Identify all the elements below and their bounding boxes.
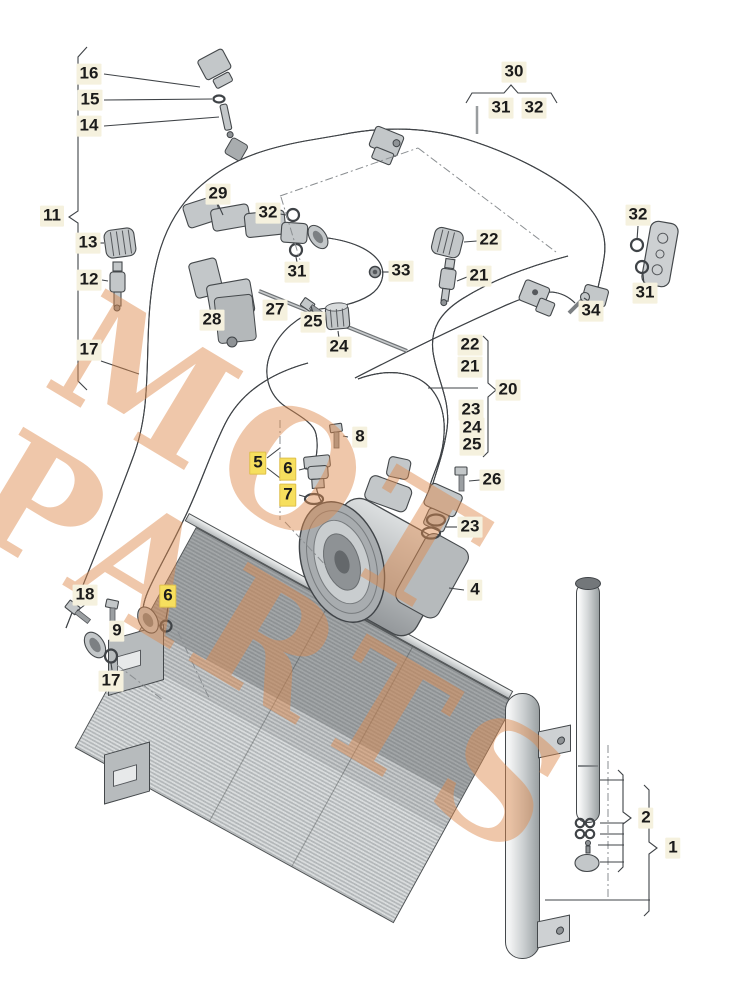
callout-9: 9 bbox=[109, 620, 125, 642]
drier-ladder-ticks bbox=[598, 779, 624, 863]
pressure-sensor bbox=[197, 48, 233, 89]
condenser-right-tank bbox=[505, 693, 540, 959]
pipe-assembly bbox=[65, 128, 606, 629]
callout-34: 34 bbox=[578, 300, 604, 322]
callout-20: 20 bbox=[495, 379, 521, 401]
callout-8: 8 bbox=[352, 426, 368, 448]
callout-21: 21 bbox=[457, 356, 483, 378]
pipe-clamp bbox=[368, 125, 405, 166]
callout-23: 23 bbox=[457, 516, 483, 538]
charge-valve bbox=[438, 257, 457, 307]
leader-lines bbox=[76, 73, 645, 671]
o-ring bbox=[159, 619, 173, 633]
callout-30: 30 bbox=[501, 61, 527, 83]
o-ring bbox=[285, 207, 301, 223]
callout-33: 33 bbox=[388, 260, 414, 282]
o-ring bbox=[103, 648, 119, 664]
construction-lines bbox=[116, 147, 557, 701]
callout-16: 16 bbox=[76, 63, 102, 85]
o-ring bbox=[288, 242, 304, 258]
callout-22: 22 bbox=[476, 229, 502, 251]
callout-13: 13 bbox=[75, 232, 101, 254]
pipe-flange bbox=[83, 631, 107, 659]
o-ring bbox=[629, 237, 645, 253]
callout-25: 25 bbox=[459, 434, 485, 456]
o-ring bbox=[420, 526, 442, 540]
receiver-drier-joint bbox=[578, 765, 598, 767]
receiver-drier-cartridge bbox=[576, 582, 600, 823]
callout-7: 7 bbox=[279, 483, 297, 507]
bolt bbox=[329, 422, 343, 449]
pipe-flange bbox=[137, 606, 159, 634]
bolt bbox=[454, 466, 468, 492]
nut bbox=[368, 265, 382, 279]
callout-27: 27 bbox=[262, 299, 288, 321]
drier-seal-kit bbox=[574, 817, 600, 873]
callout-17: 17 bbox=[98, 670, 124, 692]
seal-ring bbox=[212, 94, 226, 104]
valve-core bbox=[219, 103, 234, 139]
callout-6: 6 bbox=[159, 584, 177, 608]
expansion-valve-block bbox=[188, 257, 257, 348]
bracket-11 bbox=[68, 46, 88, 391]
callout-6: 6 bbox=[279, 457, 297, 481]
bracket-2 bbox=[617, 769, 632, 873]
callout-2: 2 bbox=[638, 807, 654, 829]
callout-32: 32 bbox=[625, 204, 651, 226]
pipe-flange bbox=[307, 224, 329, 250]
callout-21: 21 bbox=[466, 265, 492, 287]
compressor-rear-fitting bbox=[423, 482, 463, 533]
callout-31: 31 bbox=[632, 282, 658, 304]
bracket-5 bbox=[266, 447, 281, 479]
callout-17: 17 bbox=[76, 339, 102, 361]
callout-18: 18 bbox=[72, 584, 98, 606]
callout-11: 11 bbox=[40, 205, 64, 227]
callout-26: 26 bbox=[479, 469, 505, 491]
compressor-pulley bbox=[298, 501, 386, 623]
callout-23: 23 bbox=[458, 399, 484, 421]
callout-29: 29 bbox=[205, 183, 231, 205]
pipe-tee bbox=[224, 137, 248, 161]
callout-5: 5 bbox=[249, 451, 267, 475]
callout-4: 4 bbox=[467, 579, 483, 601]
dust-cap bbox=[430, 226, 464, 259]
flange-plate bbox=[641, 220, 679, 288]
cap bbox=[324, 302, 351, 331]
callout-31: 31 bbox=[488, 97, 514, 119]
bracket-20 bbox=[482, 335, 497, 458]
callout-24: 24 bbox=[459, 417, 485, 439]
service-valve bbox=[303, 454, 331, 506]
callout-1: 1 bbox=[665, 837, 681, 859]
small-parts bbox=[64, 48, 679, 873]
o-ring bbox=[634, 259, 650, 275]
bracket-1 bbox=[643, 784, 658, 917]
group-brackets bbox=[68, 46, 658, 917]
charge-valve bbox=[109, 261, 126, 312]
pipe-clamp bbox=[518, 279, 556, 317]
o-ring bbox=[303, 492, 325, 506]
callout-24: 24 bbox=[326, 336, 352, 358]
callout-12: 12 bbox=[76, 269, 102, 291]
callout-25: 25 bbox=[300, 311, 326, 333]
callout-32: 32 bbox=[255, 202, 281, 224]
callout-14: 14 bbox=[76, 115, 102, 137]
receiver-drier-cap bbox=[575, 577, 601, 590]
compressor bbox=[298, 456, 469, 637]
o-ring bbox=[425, 513, 447, 527]
dust-cap bbox=[103, 227, 137, 259]
callout-22: 22 bbox=[457, 334, 483, 356]
callout-28: 28 bbox=[199, 309, 225, 331]
callout-31: 31 bbox=[284, 261, 310, 283]
bracket-30 bbox=[465, 84, 558, 104]
callout-32: 32 bbox=[521, 97, 547, 119]
callout-15: 15 bbox=[77, 89, 103, 111]
